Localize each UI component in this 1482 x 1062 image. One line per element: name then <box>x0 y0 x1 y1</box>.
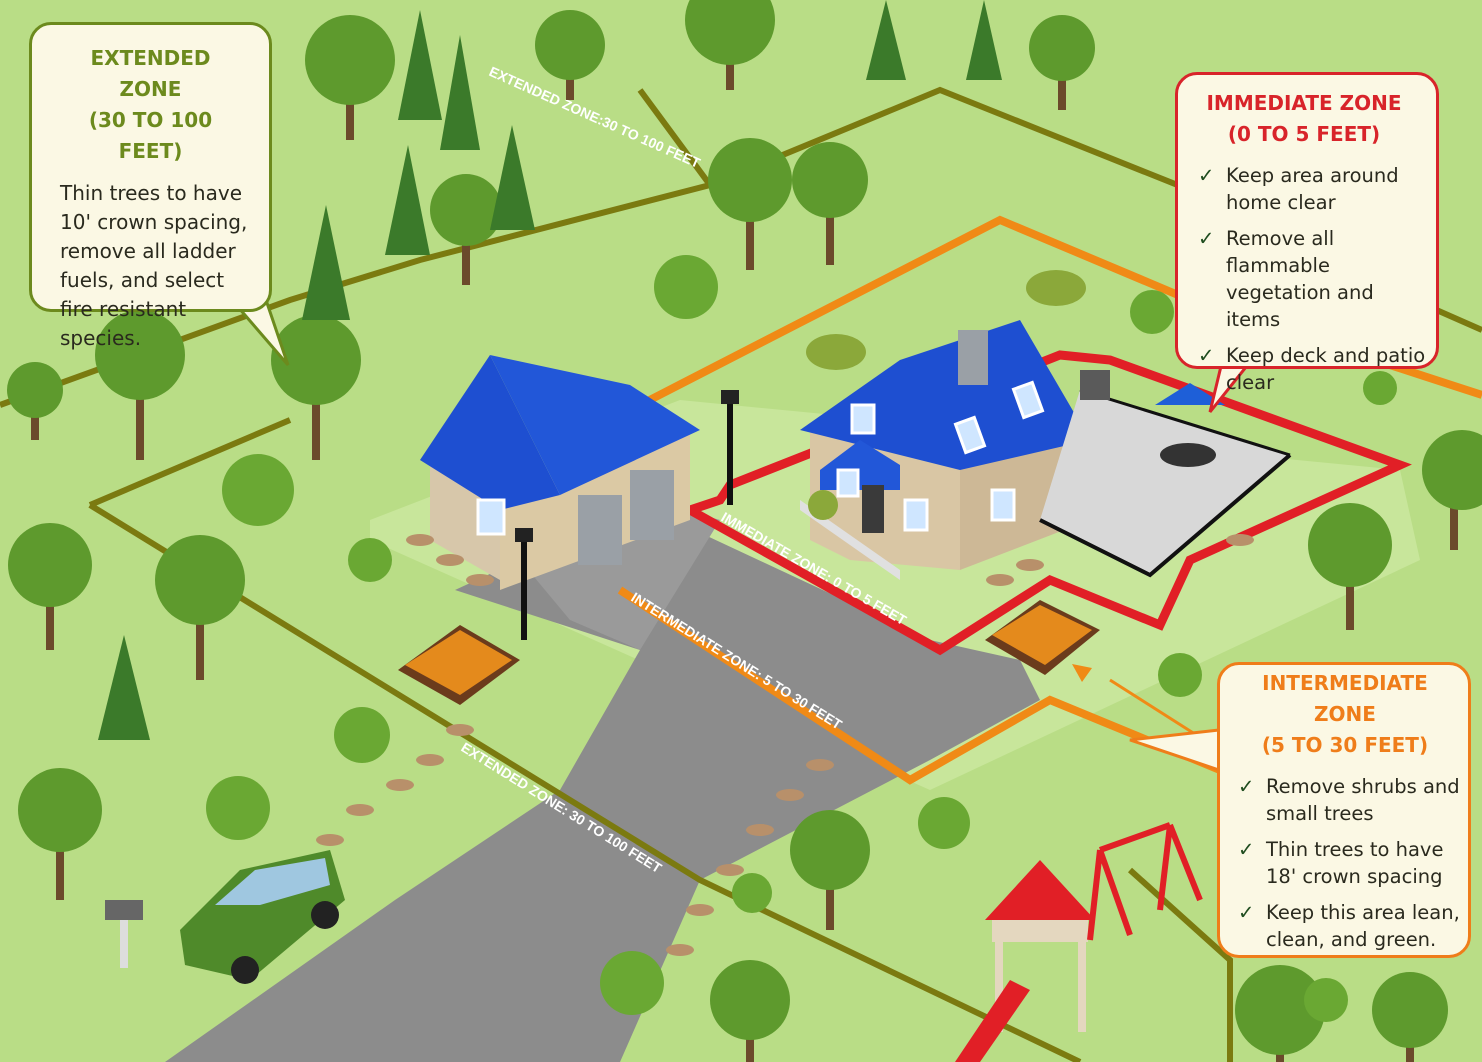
lamp-post-1 <box>721 390 739 505</box>
front-door <box>862 485 884 533</box>
checkmark-icon: ✓ <box>1198 227 1215 250</box>
garage <box>420 355 700 590</box>
checkmark-icon: ✓ <box>1238 838 1255 861</box>
intermediate-zone-item: ✓Keep this area lean, clean, and green. <box>1238 901 1460 951</box>
road <box>165 500 1040 1062</box>
mailbox <box>105 900 143 968</box>
garage-door-left <box>578 495 622 565</box>
grill <box>1080 370 1110 400</box>
immediate-zone-boundary <box>678 350 1412 656</box>
play-structure <box>955 860 1095 1062</box>
immediate-zone-list: ✓Keep area around home clear ✓Remove all… <box>1198 162 1426 396</box>
checkmark-icon: ✓ <box>1238 775 1255 798</box>
chimney <box>958 330 988 385</box>
conifer-trees <box>98 0 1002 740</box>
car <box>180 850 345 984</box>
flower-shrubs <box>806 270 1086 520</box>
lamp-post-2 <box>515 528 533 640</box>
trees <box>7 0 1482 1062</box>
flower-bed-right <box>985 600 1100 675</box>
patio-table <box>1160 443 1216 467</box>
extended-zone-title: EXTENDED ZONE(30 TO 100 FEET) <box>88 46 213 163</box>
garage-door-right <box>630 470 674 540</box>
immediate-zone-item: ✓Remove all flammable vegetation and ite… <box>1198 227 1374 331</box>
intermediate-zone-item: ✓Thin trees to have 18' crown spacing <box>1238 838 1444 888</box>
garage-window <box>476 498 506 536</box>
intermediate-zone-list: ✓Remove shrubs and small trees ✓Thin tre… <box>1238 773 1460 953</box>
intermediate-zone-callout: INTERMEDIATE ZONE(5 TO 30 FEET) ✓Remove … <box>1217 662 1471 958</box>
immediate-zone-callout: IMMEDIATE ZONE(0 TO 5 FEET) ✓Keep area a… <box>1175 72 1439 394</box>
intermediate-zone-item: ✓Remove shrubs and small trees <box>1238 775 1460 825</box>
deck <box>1039 370 1292 578</box>
patio-umbrella <box>1155 383 1225 405</box>
intermediate-zone-boundary-bottom <box>617 586 1222 785</box>
shrubs <box>206 255 1397 1022</box>
immediate-zone-item: ✓Keep area around home clear <box>1198 164 1399 214</box>
checkmark-icon: ✓ <box>1198 164 1215 187</box>
immediate-zone-title: IMMEDIATE ZONE(0 TO 5 FEET) <box>1206 91 1402 146</box>
swing-set <box>1087 822 1203 941</box>
extended-zone-callout: EXTENDED ZONE(30 TO 100 FEET) Thin trees… <box>29 22 272 350</box>
immediate-zone-item: ✓Keep deck and patio clear <box>1198 344 1426 394</box>
checkmark-icon: ✓ <box>1198 344 1215 367</box>
extended-zone-boundary-bottom <box>88 417 1082 1062</box>
intermediate-arrow-head <box>1072 664 1092 682</box>
stepping-stones <box>276 534 1254 956</box>
intermediate-zone-title: INTERMEDIATE ZONE(5 TO 30 FEET) <box>1261 671 1429 757</box>
flower-bed-left <box>398 625 520 705</box>
extended-zone-boundary-ne <box>637 88 713 187</box>
extended-zone-body: Thin trees to have 10' crown spacing, re… <box>60 181 248 350</box>
checkmark-icon: ✓ <box>1238 901 1255 924</box>
